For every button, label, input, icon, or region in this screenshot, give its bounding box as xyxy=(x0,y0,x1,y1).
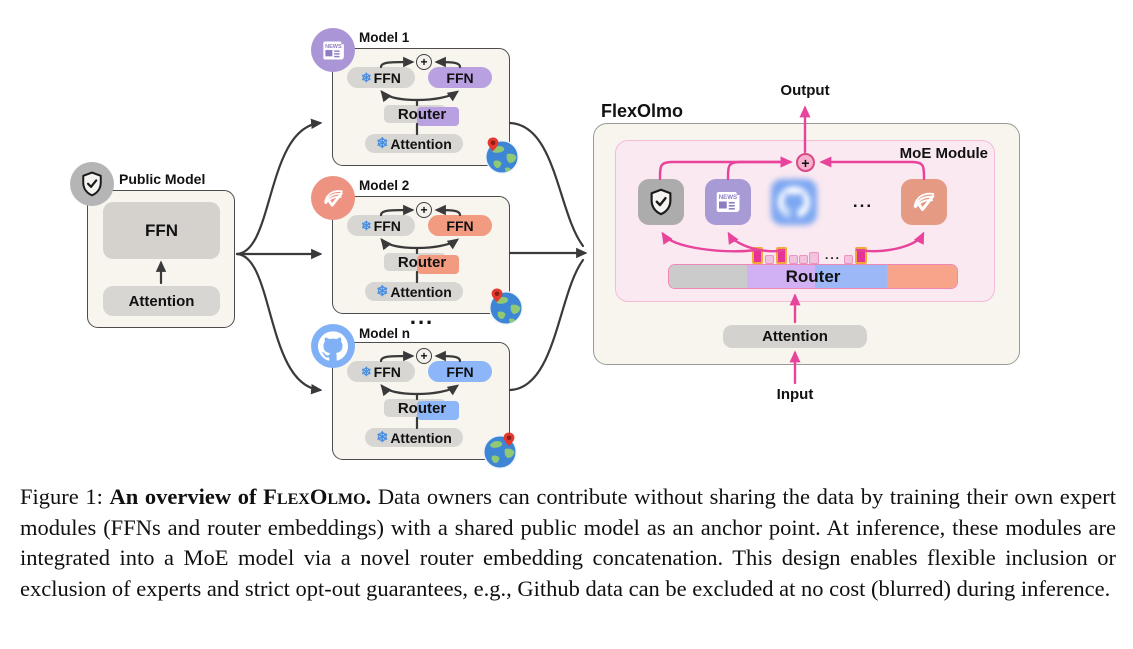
m2-expert-ffn: FFN xyxy=(428,215,492,236)
router-weight-bar xyxy=(799,255,808,264)
m1-router-embedding xyxy=(417,107,459,126)
pages-check-icon xyxy=(901,179,947,225)
branch-to-model-n-arrow xyxy=(235,252,323,395)
flexolmo-title: FlexOlmo xyxy=(601,101,684,121)
shield-check-glyph xyxy=(650,188,672,216)
m1-router: Router xyxy=(384,105,460,126)
moe-router-bar xyxy=(668,264,958,289)
pages-check-glyph xyxy=(913,192,935,211)
caption-bold-intro: An overview of xyxy=(109,484,257,509)
input-label: Input xyxy=(776,386,814,403)
router-weight-bar xyxy=(789,255,798,264)
mn-router-embedding xyxy=(417,401,459,420)
router-segment-salmon xyxy=(887,265,957,288)
bars-ellipsis: ... xyxy=(824,248,841,262)
model-1-name: Model 1 xyxy=(359,30,410,45)
news-icon: NEWS xyxy=(705,179,751,225)
output-label: Output xyxy=(780,82,830,99)
svg-text:NEWS: NEWS xyxy=(719,194,737,201)
m1-attention: ❄ Attention xyxy=(365,134,463,153)
caption-body: Data owners can contribute without shari… xyxy=(20,484,1117,602)
caption-brand-period: . xyxy=(365,484,372,509)
mn-frozen-ffn: ❄ FFN xyxy=(347,361,415,382)
router-weight-bar-highlighted xyxy=(855,247,867,264)
m1-router-label: Router xyxy=(397,106,447,123)
m1-attention-label: Attention xyxy=(390,135,452,152)
m2-frozen-ffn-label: FFN xyxy=(373,217,401,234)
snowflake-icon: ❄ xyxy=(361,365,372,379)
router-segment-blue xyxy=(815,265,887,288)
m2-router-embedding xyxy=(417,255,459,274)
public-model-label: Public Model xyxy=(119,171,206,187)
mn-router-label: Router xyxy=(397,400,447,417)
public-ffn-label: FFN xyxy=(144,220,179,240)
caption-brand-name: FlexOlmo xyxy=(263,484,366,509)
moe-router-label: Router xyxy=(785,267,841,286)
github-glyph xyxy=(318,331,348,361)
news-glyph: NEWS xyxy=(322,41,344,59)
moe-sum-plus-icon: + xyxy=(796,153,815,172)
public-ffn-block: FFN xyxy=(103,202,220,259)
m1-expert-ffn-label: FFN xyxy=(446,69,474,86)
router-weight-bar xyxy=(844,255,853,264)
router-segment-purple xyxy=(747,265,815,288)
mn-attention-label: Attention xyxy=(390,429,452,446)
caption-figure-label: Figure 1: xyxy=(20,484,103,509)
public-attention-block: Attention xyxy=(103,286,220,316)
mn-expert-ffn-label: FFN xyxy=(446,363,474,380)
shield-check-glyph xyxy=(82,171,102,197)
m2-router: Router xyxy=(384,253,460,274)
globe-pin-icon xyxy=(481,430,521,475)
m2-sum-plus-icon: + xyxy=(416,202,432,218)
moe-attention-label: Attention xyxy=(762,328,828,345)
snowflake-icon: ❄ xyxy=(376,429,389,446)
pages-check-glyph xyxy=(323,189,343,207)
mn-expert-ffn: FFN xyxy=(428,361,492,382)
github-icon xyxy=(311,324,355,368)
moe-module-label: MoE Module xyxy=(899,145,988,162)
m2-attention-label: Attention xyxy=(390,283,452,300)
m1-frozen-ffn-label: FFN xyxy=(373,69,401,86)
shield-check-icon xyxy=(70,162,114,206)
models-ellipsis: ... xyxy=(409,304,435,329)
router-weight-bar-highlighted xyxy=(776,247,787,264)
pages-check-icon xyxy=(311,176,355,220)
snowflake-icon: ❄ xyxy=(361,219,372,233)
m2-frozen-ffn: ❄ FFN xyxy=(347,215,415,236)
snowflake-icon: ❄ xyxy=(376,283,389,300)
model-n-name: Model n xyxy=(359,326,410,341)
mn-attention: ❄ Attention xyxy=(365,428,463,447)
m2-router-label: Router xyxy=(397,254,447,271)
router-weight-bar-highlighted xyxy=(752,247,763,264)
router-segment-public xyxy=(669,265,747,288)
moe-attention-block: Attention xyxy=(723,325,867,348)
github-icon-excluded xyxy=(771,179,817,225)
m2-attention: ❄ Attention xyxy=(365,282,463,301)
mn-sum-plus-icon: + xyxy=(416,348,432,364)
news-icon: NEWS xyxy=(311,28,355,72)
globe-pin-icon xyxy=(481,135,521,180)
m1-frozen-ffn: ❄ FFN xyxy=(347,67,415,88)
mn-frozen-ffn-label: FFN xyxy=(373,363,401,380)
snowflake-icon: ❄ xyxy=(361,71,372,85)
router-weight-bar xyxy=(765,255,774,264)
news-glyph: NEWS xyxy=(716,192,740,212)
m1-sum-plus-icon: + xyxy=(416,54,432,70)
experts-ellipsis: ... xyxy=(852,192,874,211)
globe-pin-icon xyxy=(485,286,525,331)
public-attention-label: Attention xyxy=(128,292,195,310)
snowflake-icon: ❄ xyxy=(376,135,389,152)
mn-router: Router xyxy=(384,399,460,420)
m2-expert-ffn-label: FFN xyxy=(446,217,474,234)
router-weight-bar xyxy=(809,252,819,264)
m1-expert-ffn: FFN xyxy=(428,67,492,88)
branch-to-model-1-arrow xyxy=(235,118,323,256)
svg-text:NEWS: NEWS xyxy=(325,43,342,49)
figure-caption: Figure 1: An overview of FlexOlmo. Data … xyxy=(20,482,1116,605)
github-glyph xyxy=(778,186,810,218)
model-2-name: Model 2 xyxy=(359,178,410,193)
shield-check-icon xyxy=(638,179,684,225)
